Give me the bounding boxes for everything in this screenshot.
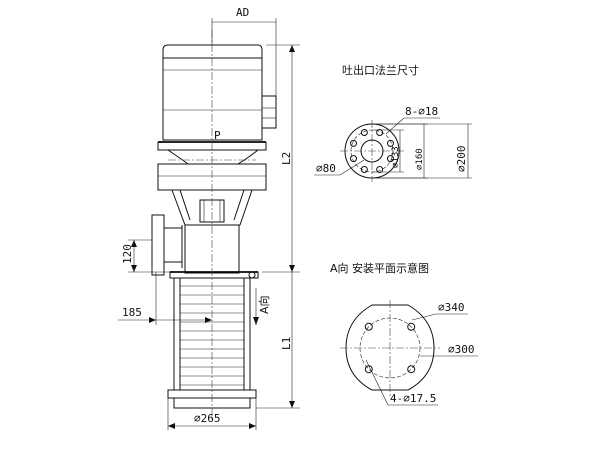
mounting-plane-view: A向 安装平面示意图 ⌀340 ⌀300 4-⌀17.5 bbox=[330, 261, 478, 406]
mount-bolt-hole bbox=[407, 365, 416, 374]
flange-d133-label: ⌀133 bbox=[391, 146, 401, 168]
outlet-flange-view: 吐出口法兰尺寸 8-⌀18 ⌀80 ⌀133 ⌀160 ⌀200 bbox=[314, 63, 472, 182]
motor-housing bbox=[162, 44, 263, 141]
dim-ad-label: AD bbox=[236, 6, 249, 19]
dim-120-label: 120 bbox=[121, 244, 134, 264]
mounting-plate-outline bbox=[345, 304, 435, 391]
mount-holes-label: 4-⌀17.5 bbox=[390, 392, 436, 405]
outlet-flange bbox=[151, 214, 165, 276]
mount-bolt-hole bbox=[407, 322, 416, 331]
dim-l1-label: L1 bbox=[280, 337, 293, 350]
flange-d160-label: ⌀160 bbox=[415, 148, 425, 170]
pump-elevation bbox=[151, 30, 277, 420]
flange-bolt-hole bbox=[360, 165, 368, 173]
dim-265-label: ⌀265 bbox=[194, 412, 221, 425]
dim-l2-label: L2 bbox=[280, 152, 293, 165]
view-a-arrow-label: A向 bbox=[257, 295, 271, 314]
dim-185-label: 185 bbox=[122, 306, 142, 319]
flange-bolt-hole bbox=[386, 139, 394, 147]
mount-d340-label: ⌀340 bbox=[438, 301, 465, 314]
flange-bolt-hole bbox=[350, 139, 358, 147]
mount-view-title: A向 安装平面示意图 bbox=[330, 261, 429, 275]
mount-bolt-hole bbox=[364, 365, 373, 374]
flange-bolt-holes bbox=[350, 129, 394, 173]
flange-bolt-hole bbox=[360, 129, 368, 137]
dimension-lines: AD P L2 L1 120 185 ⌀265 bbox=[118, 6, 300, 430]
flange-bolt-hole bbox=[376, 165, 384, 173]
flange-view-title: 吐出口法兰尺寸 bbox=[342, 63, 419, 77]
terminal-box bbox=[261, 95, 277, 129]
flange-bolt-hole bbox=[376, 129, 384, 137]
mount-bolt-hole bbox=[364, 322, 373, 331]
flange-bolt-hole bbox=[386, 155, 394, 163]
flange-d200-label: ⌀200 bbox=[455, 146, 468, 173]
flange-d80-label: ⌀80 bbox=[316, 162, 336, 175]
mount-d300-label: ⌀300 bbox=[448, 343, 475, 356]
flange-holes-label: 8-⌀18 bbox=[405, 105, 438, 118]
dim-p-label: P bbox=[214, 129, 221, 142]
flange-bolt-hole bbox=[350, 155, 358, 163]
